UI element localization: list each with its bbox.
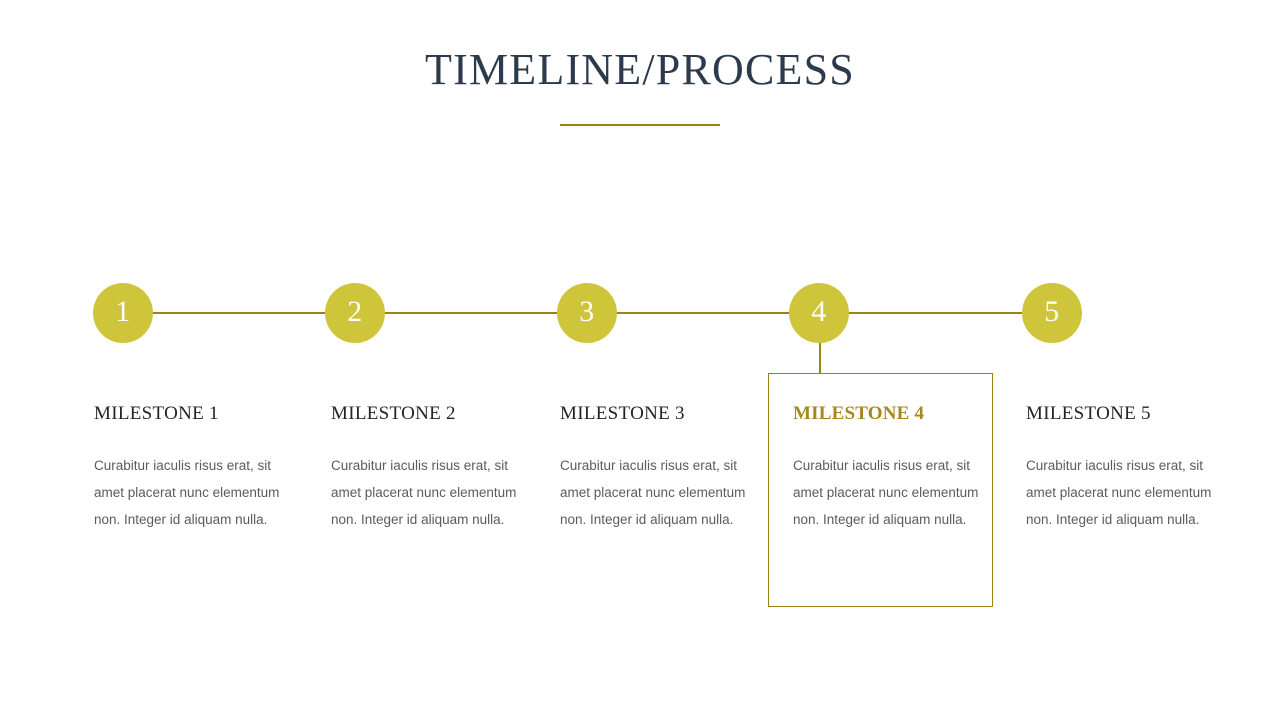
- milestone-5-body: Curabitur iaculis risus erat, sit amet p…: [1026, 458, 1212, 527]
- title-underline-rule: [560, 124, 720, 126]
- timeline-node-5-number: 5: [1044, 295, 1060, 328]
- milestone-2-heading: MILESTONE 2: [331, 403, 456, 424]
- timeline-node-5[interactable]: 5: [1022, 283, 1082, 343]
- milestone-item-2: MILESTONE 2 Curabitur iaculis risus erat…: [331, 402, 541, 533]
- timeline-node-1-number: 1: [115, 295, 131, 328]
- milestone-4-heading: MILESTONE 4: [793, 403, 925, 424]
- milestone-4-body: Curabitur iaculis risus erat, sit amet p…: [793, 458, 979, 527]
- milestone-1-heading: MILESTONE 1: [94, 403, 219, 424]
- timeline-node-3[interactable]: 3: [557, 283, 617, 343]
- timeline-node-2[interactable]: 2: [325, 283, 385, 343]
- timeline-node-1[interactable]: 1: [93, 283, 153, 343]
- milestone-item-3: MILESTONE 3 Curabitur iaculis risus erat…: [560, 402, 770, 533]
- milestone-item-1: MILESTONE 1 Curabitur iaculis risus erat…: [94, 402, 304, 533]
- milestone-3-heading: MILESTONE 3: [560, 403, 685, 424]
- page-title: TIMELINE/PROCESS: [425, 45, 855, 94]
- milestone-1-body: Curabitur iaculis risus erat, sit amet p…: [94, 458, 280, 527]
- timeline-node-4-number: 4: [811, 295, 827, 328]
- milestone-item-4: MILESTONE 4 Curabitur iaculis risus erat…: [793, 402, 983, 533]
- node-4-connector-line: [819, 343, 821, 373]
- milestone-3-body: Curabitur iaculis risus erat, sit amet p…: [560, 458, 746, 527]
- title-block: TIMELINE/PROCESS: [0, 44, 1280, 126]
- milestone-item-5: MILESTONE 5 Curabitur iaculis risus erat…: [1026, 402, 1236, 533]
- timeline-node-4[interactable]: 4: [789, 283, 849, 343]
- timeline-node-2-number: 2: [347, 295, 363, 328]
- timeline-node-3-number: 3: [579, 295, 595, 328]
- milestone-5-heading: MILESTONE 5: [1026, 403, 1151, 424]
- milestone-2-body: Curabitur iaculis risus erat, sit amet p…: [331, 458, 517, 527]
- milestone-4-highlight-box: [768, 373, 993, 607]
